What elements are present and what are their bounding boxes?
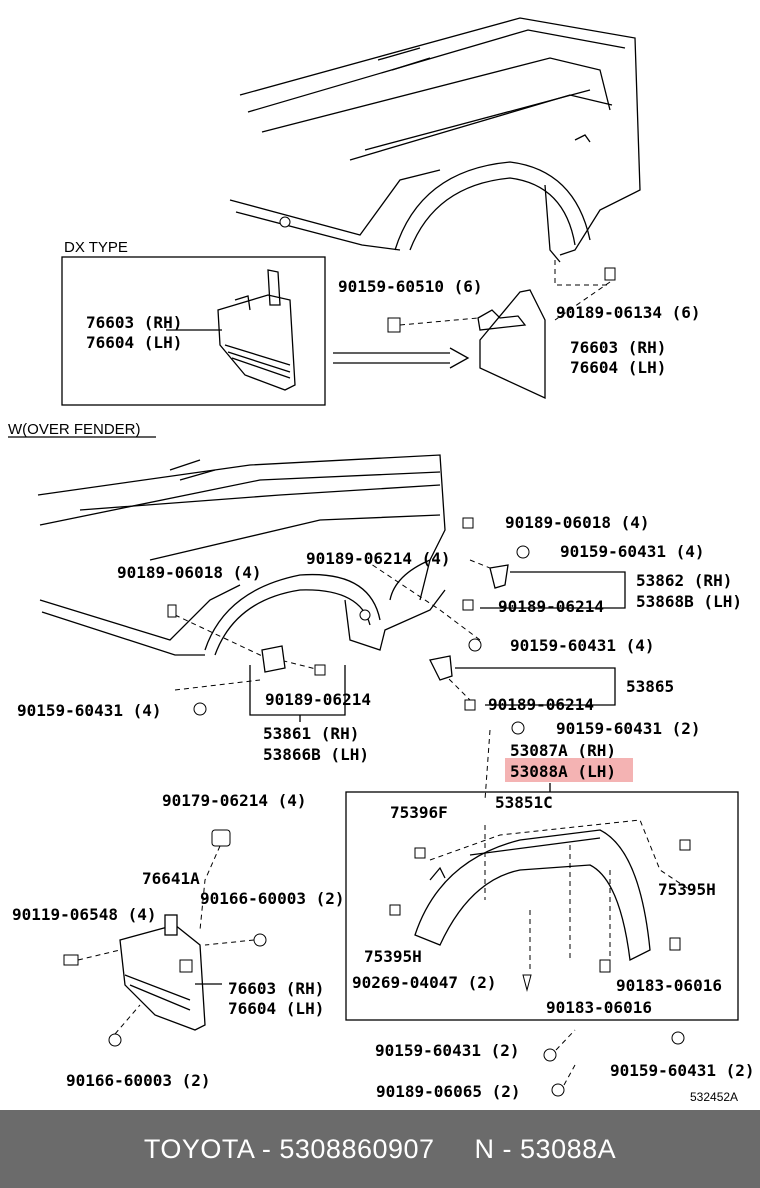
bottom-fasteners [543,1029,685,1097]
label-53851c: 53851C [495,793,553,812]
footer-bar: TOYOTA - 5308860907 N - 53088A [0,1110,760,1188]
over-fender-drawing [37,454,530,801]
label-90159-60431-r: 90159-60431 (4) [560,542,705,561]
label-90159-60431-l: 90159-60431 (4) [17,701,162,720]
highlight-53088a [505,758,633,782]
label-90183-06016-c: 90183-06016 [546,998,652,1017]
label-76604-bot: 76604 (LH) [228,999,324,1018]
parts-diagram: DX TYPE 76603 (RH) 76604 (LH) 90159-6051… [8,17,755,1104]
label-75396f: 75396F [390,803,448,822]
label-90166-60003-a: 90166-60003 (2) [200,889,345,908]
section-dx-type: DX TYPE [64,239,128,256]
label-90189-06018-r: 90189-06018 (4) [505,513,650,532]
label-90269-04047: 90269-04047 (2) [352,973,497,992]
arrow-icon [333,347,470,369]
label-90179-06214: 90179-06214 (4) [162,791,307,810]
label-76641a: 76641A [142,869,200,888]
label-76603-top: 76603 (RH) [570,338,666,357]
label-53865: 53865 [626,677,674,696]
label-90119-06548: 90119-06548 (4) [12,905,157,924]
label-90159-60431-b2: 90159-60431 (2) [610,1061,755,1080]
label-90189-06018-l: 90189-06018 (4) [117,563,262,582]
label-90159-60431-m: 90159-60431 (4) [510,636,655,655]
footer-catalog-ref: N - 53088A [474,1133,617,1164]
label-90189-06214-l: 90189-06214 [265,690,371,709]
label-90189-06134: 90189-06134 (6) [556,303,701,322]
label-90159-60431-b1: 90159-60431 (2) [375,1041,520,1060]
label-76604-box: 76604 (LH) [86,333,182,352]
upper-fender-drawing [229,17,641,286]
label-53861: 53861 (RH) [263,724,359,743]
label-75395h-r: 75395H [658,880,716,899]
label-90159-60510: 90159-60510 (6) [338,277,483,296]
fender-assembly-box [345,791,739,1021]
footer-part-number: TOYOTA - 5308860907 [143,1133,435,1164]
label-76603-bot: 76603 (RH) [228,979,324,998]
label-76603-box: 76603 (RH) [86,313,182,332]
label-90189-06065: 90189-06065 (2) [376,1082,521,1101]
mudguard-lower-drawing [63,829,267,1047]
label-53868b: 53868B (LH) [636,592,742,611]
label-53866b: 53866B (LH) [263,745,369,764]
label-53862: 53862 (RH) [636,571,732,590]
dx-type-box [61,256,326,406]
fender-flare-drawing [389,819,691,992]
label-53088a[interactable]: 53088A (LH) [510,762,616,781]
label-90189-06214-r1: 90189-06214 [498,597,604,616]
label-90183-06016-r: 90183-06016 [616,976,722,995]
section-w-over-fender: W(OVER FENDER) [8,421,141,438]
label-90166-60003-b: 90166-60003 (2) [66,1071,211,1090]
label-90189-06214-c: 90189-06214 (4) [306,549,451,568]
mudguard-top-drawing [387,267,616,400]
label-90189-06214-r2: 90189-06214 [488,695,594,714]
label-75395h-l: 75395H [364,947,422,966]
label-53087a: 53087A (RH) [510,741,616,760]
label-76604-top: 76604 (LH) [570,358,666,377]
reference-code: 532452A [690,1090,738,1104]
label-90159-60431-2: 90159-60431 (2) [556,719,701,738]
mudguard-box-drawing [217,269,296,391]
